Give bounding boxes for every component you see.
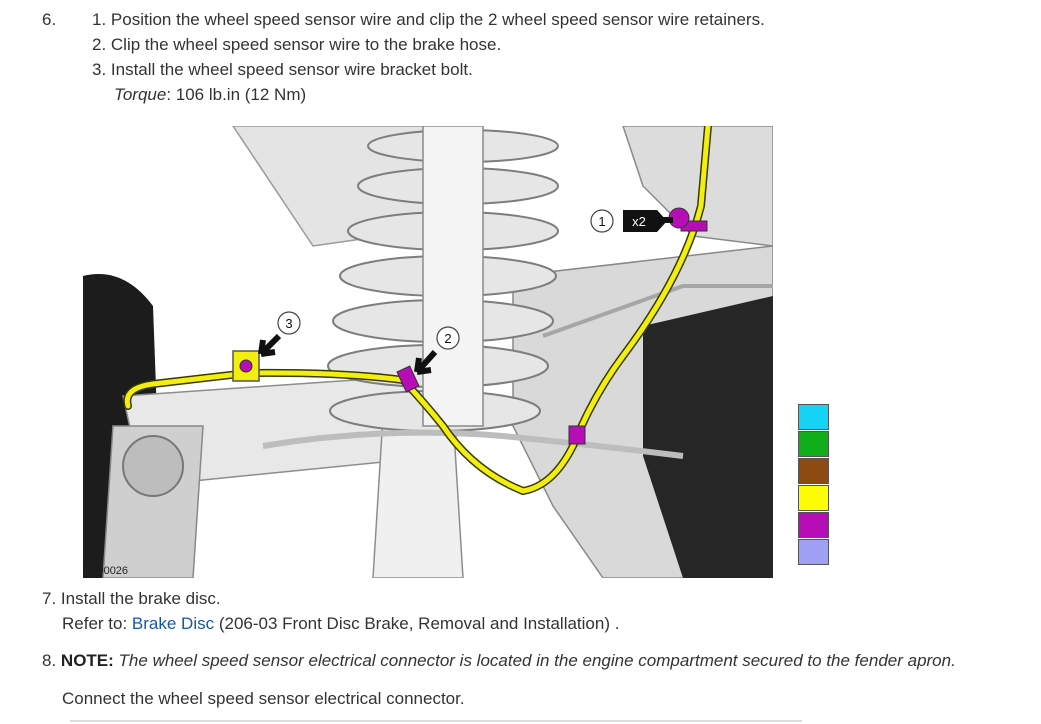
torque-label: Torque bbox=[114, 85, 167, 104]
svg-text:3: 3 bbox=[285, 316, 292, 331]
refer-suffix: (206-03 Front Disc Brake, Removal and In… bbox=[214, 614, 620, 633]
svg-text:1: 1 bbox=[598, 214, 605, 229]
svg-text:2: 2 bbox=[444, 331, 451, 346]
step-7-reference: Refer to: Brake Disc (206-03 Front Disc … bbox=[62, 614, 619, 634]
step-8-note: 8. NOTE: The wheel speed sensor electric… bbox=[42, 651, 956, 671]
legend-swatch-magenta bbox=[798, 512, 829, 538]
callout-3: 3 bbox=[277, 311, 301, 335]
note-label: NOTE: bbox=[60, 651, 114, 670]
color-legend bbox=[798, 404, 829, 566]
step-6-substep-1: 1. Position the wheel speed sensor wire … bbox=[92, 10, 765, 29]
note-text: The wheel speed sensor electrical connec… bbox=[118, 651, 956, 670]
svg-text:x2: x2 bbox=[632, 214, 646, 229]
multiplier-tag: x2 bbox=[623, 210, 667, 232]
legend-swatch-green bbox=[798, 431, 829, 457]
legend-swatch-lavender bbox=[798, 539, 829, 565]
step-7-text: 7. Install the brake disc. bbox=[42, 589, 221, 608]
callout-2: 2 bbox=[436, 326, 460, 350]
section-divider bbox=[70, 720, 802, 722]
step-6-substep-3: 3. Install the wheel speed sensor wire b… bbox=[92, 60, 473, 79]
suspension-illustration: 1 x2 2 3 bbox=[83, 126, 773, 578]
step-8-instruction: Connect the wheel speed sensor electrica… bbox=[62, 689, 465, 708]
step-8-number: 8. bbox=[42, 651, 57, 670]
figure-id: E190026 bbox=[84, 565, 129, 577]
legend-swatch-cyan bbox=[798, 404, 829, 430]
torque-spec: Torque: 106 lb.in (12 Nm) bbox=[114, 85, 306, 105]
refer-prefix: Refer to: bbox=[62, 614, 132, 633]
step-6-substep-2: 2. Clip the wheel speed sensor wire to t… bbox=[92, 35, 502, 54]
legend-swatch-brown bbox=[798, 458, 829, 484]
step-6-number: 6. bbox=[42, 10, 57, 29]
legend-swatch-yellow bbox=[798, 485, 829, 511]
callout-1: 1 bbox=[590, 209, 614, 233]
brake-disc-link[interactable]: Brake Disc bbox=[131, 614, 215, 633]
torque-value: : 106 lb.in (12 Nm) bbox=[166, 85, 307, 104]
illustration-drawing: 1 x2 2 3 bbox=[83, 126, 773, 578]
